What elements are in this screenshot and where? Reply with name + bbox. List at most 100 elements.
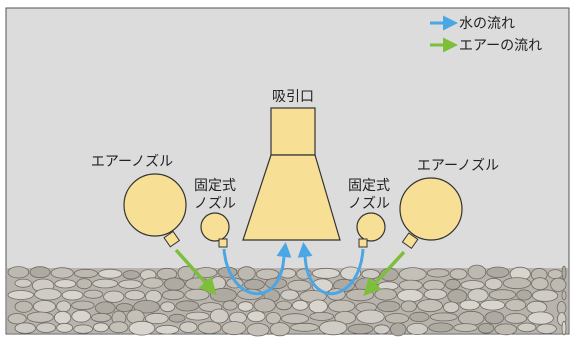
gravel-stone (209, 308, 229, 324)
legend-water-label: 水の流れ (459, 16, 515, 32)
gravel-stone (516, 289, 532, 301)
gravel-stone (429, 312, 458, 322)
gravel-stone (275, 300, 292, 311)
gravel-stone (356, 309, 385, 324)
gravel-stone (76, 278, 92, 290)
fixed-nozzle-left: 固定式 ノズル (194, 178, 236, 248)
gravel-stone (486, 266, 510, 279)
gravel-stone (71, 300, 95, 311)
fixed-nozzle-right-tip (358, 238, 368, 248)
gravel-stone (526, 300, 548, 314)
gravel-stone (94, 301, 116, 315)
gravel-stone (71, 309, 91, 323)
gravel-stone (390, 322, 407, 337)
gravel-stone (175, 300, 200, 312)
gravel-stone (177, 265, 195, 281)
gravel-stone (221, 321, 247, 336)
fixed-nozzle-left-body (200, 212, 230, 242)
gravel-stone (398, 279, 423, 291)
gravel-stone (280, 289, 299, 301)
gravel-stone (145, 312, 169, 325)
legend: 水の流れ エアーの流れ (430, 15, 542, 54)
gravel-stone (179, 321, 198, 334)
gravel-stone (161, 289, 185, 301)
water-flow-arrow-left (222, 242, 292, 296)
gravel-stone (36, 322, 56, 333)
gravel-stone (449, 268, 468, 280)
gravel-stone (308, 299, 328, 314)
gravel-stone (484, 311, 505, 325)
gravel-stone (484, 277, 503, 290)
gravel-stone (7, 290, 34, 300)
gravel-stone (197, 321, 222, 335)
gravel-stone (377, 300, 401, 313)
gravel-stone (488, 289, 517, 301)
gravel-stone (118, 279, 142, 289)
gravel-stone (328, 299, 356, 313)
gravel-stone (311, 267, 341, 279)
gravel-stone (115, 303, 134, 312)
gravel-stone (287, 279, 312, 292)
air-flow-arrow-right (363, 250, 406, 297)
gravel-stone (400, 300, 417, 313)
gravel-stone (561, 320, 567, 336)
gravel-stone (547, 269, 563, 280)
gravel-stone (168, 313, 186, 323)
gravel-stone (459, 299, 480, 311)
gravel-stone (428, 322, 454, 333)
intake-pipe (270, 107, 316, 156)
gravel-stone (417, 299, 443, 313)
gravel-stone (460, 280, 485, 290)
gravel-stone (73, 324, 93, 334)
gravel-stone (453, 323, 478, 333)
legend-air-label: エアーの流れ (459, 38, 542, 54)
gravel-stone (426, 268, 450, 278)
gravel-stone (133, 300, 160, 314)
gravel-stone (374, 288, 398, 301)
gravel-stone (281, 313, 310, 324)
gravel-bed (7, 264, 568, 337)
gravel-stone (561, 290, 567, 301)
air-nozzle-right-tip (401, 232, 419, 250)
gravel-stone (561, 265, 567, 280)
gravel-stone (447, 289, 468, 304)
gravel-stone (29, 266, 51, 279)
gravel-stone (108, 321, 129, 334)
gravel-stone (309, 311, 335, 321)
gravel-stone (56, 322, 74, 333)
gravel-stone (14, 278, 32, 288)
gravel-stone (163, 277, 185, 291)
air-nozzle-left-label: エアーノズル (91, 154, 173, 170)
fixed-nozzle-right-body (356, 212, 386, 242)
fixed-nozzle-right-label-line1: 固定式 (348, 178, 390, 194)
gravel-stone (467, 264, 487, 280)
gravel-stone (155, 324, 180, 335)
gravel-stone (269, 322, 291, 337)
gravel-stone (384, 313, 410, 324)
gravel-stone (467, 288, 489, 303)
gravel-stone (361, 269, 380, 280)
gravel-stone (443, 301, 460, 314)
gravel-stone (222, 300, 238, 311)
intake-hood (242, 154, 341, 241)
gravel-stone (83, 289, 103, 299)
gravel-stone (423, 288, 448, 300)
gravel-stone (494, 323, 518, 336)
fixed-nozzle-left-tip (218, 238, 228, 248)
gravel-stone (347, 323, 374, 335)
air-nozzle-right-body (399, 177, 463, 241)
gravel-stone (373, 324, 390, 335)
gravel-stone (409, 311, 430, 322)
gravel-stone (160, 301, 176, 313)
gravel-stone (531, 277, 549, 291)
gravel-stone (290, 322, 319, 332)
fixed-nozzle-right-label-line2: ノズル (348, 196, 390, 212)
gravel-stone (128, 320, 156, 336)
gravel-stone (505, 299, 527, 312)
gravel-stone (247, 310, 266, 323)
gravel-stone (73, 268, 98, 279)
gravel-stone (209, 287, 237, 303)
gravel-stone (550, 277, 567, 292)
